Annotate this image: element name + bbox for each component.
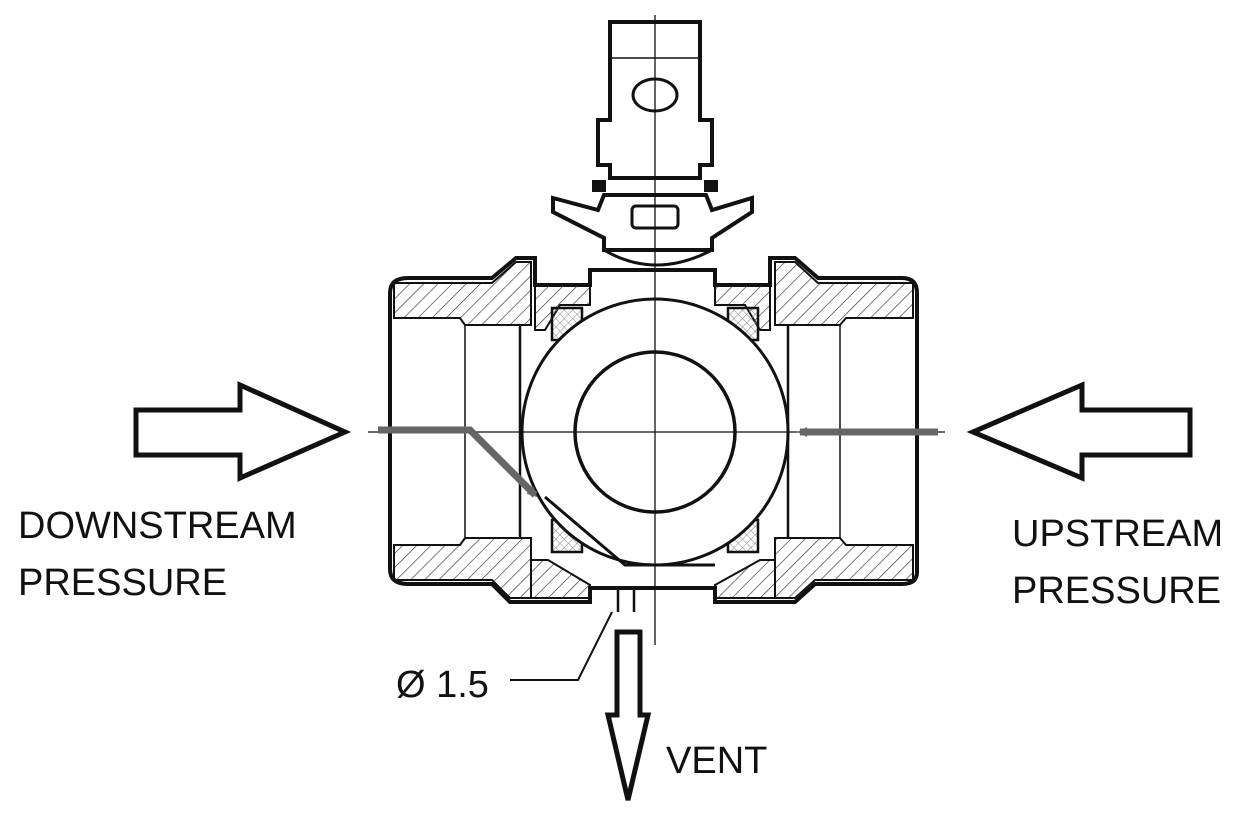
o-ring-left bbox=[592, 180, 606, 192]
diameter-leader-line bbox=[510, 611, 613, 681]
vent-arrow bbox=[604, 629, 652, 801]
vent-hole-diameter-label: Ø 1.5 bbox=[396, 657, 489, 714]
flow-path-downstream bbox=[378, 426, 538, 498]
upstream-label-line2: PRESSURE bbox=[1012, 570, 1222, 612]
o-ring-right bbox=[704, 180, 718, 192]
downstream-pressure-arrow bbox=[133, 381, 352, 482]
left-lower-wall bbox=[393, 537, 532, 599]
upstream-pressure-label: UPSTREAM PRESSURE bbox=[1012, 506, 1223, 620]
upstream-label-line1: UPSTREAM bbox=[1012, 513, 1224, 555]
center-lower-wall bbox=[530, 559, 591, 599]
left-upper-wall bbox=[393, 261, 532, 326]
vent-label: VENT bbox=[666, 733, 767, 790]
diameter-text: Ø 1.5 bbox=[396, 664, 489, 706]
right-lower-wall bbox=[774, 537, 914, 599]
right-upper-wall bbox=[774, 261, 914, 326]
downstream-label-line2: PRESSURE bbox=[18, 562, 228, 604]
upstream-pressure-arrow bbox=[966, 381, 1193, 482]
upper-center-wall-left bbox=[534, 284, 591, 331]
ball-cutout bbox=[544, 495, 715, 567]
vent-label-text: VENT bbox=[666, 740, 768, 782]
downstream-label-line1: DOWNSTREAM bbox=[18, 505, 297, 547]
stem-neck bbox=[603, 248, 713, 267]
downstream-pressure-label: DOWNSTREAM PRESSURE bbox=[18, 498, 297, 612]
